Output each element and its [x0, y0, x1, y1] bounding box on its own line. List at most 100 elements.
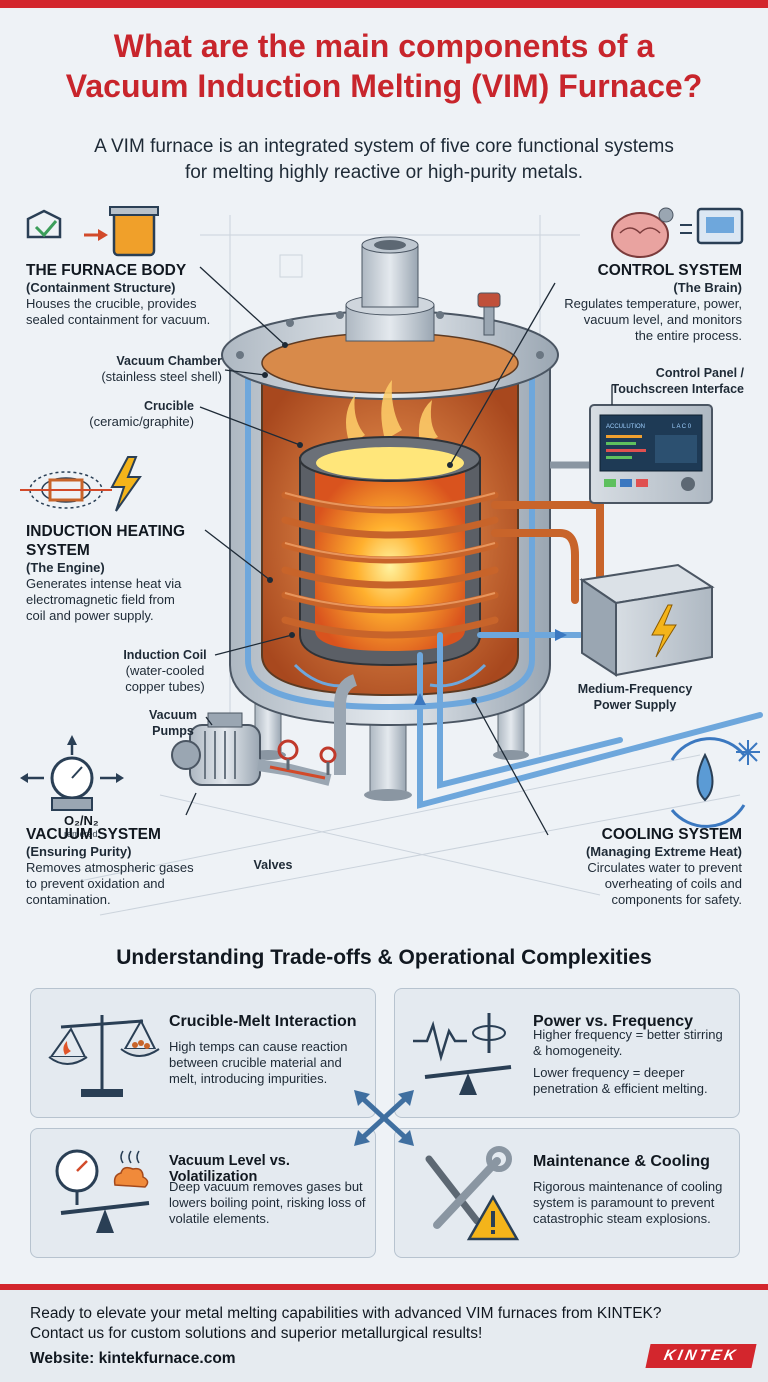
induction-subtitle: (The Engine)	[26, 560, 105, 575]
tradeoff-card-vacuum-volatilization: Vacuum Level vs. Volatilization Deep vac…	[30, 1128, 376, 1258]
magnetic-field-icon	[20, 471, 112, 509]
furnace-body-title: THE FURNACE BODY	[26, 262, 187, 279]
induction-system-label: INDUCTION HEATING SYSTEM (The Engine) Ge…	[26, 522, 246, 624]
coil-power-leads	[491, 501, 604, 604]
page-title: What are the main components of a Vacuum…	[0, 26, 768, 106]
top-accent-bar	[0, 0, 768, 8]
crossed-arrows-icon	[354, 1090, 414, 1146]
lid-valve	[477, 292, 501, 336]
vacuum-subtitle: (Ensuring Purity)	[26, 844, 132, 859]
lightning-icon	[651, 604, 677, 658]
cooling-jacket	[245, 370, 535, 711]
crucible-name: Crucible	[143, 399, 194, 413]
footer-cta: Ready to elevate your metal melting capa…	[30, 1304, 730, 1344]
control-panel: ACCULUTION L A C 0	[550, 404, 713, 504]
card-body: High temps can cause reaction between cr…	[169, 1039, 367, 1093]
tradeoff-card-maintenance-cooling: Maintenance & Cooling Rigorous maintenan…	[394, 1128, 740, 1258]
vacuum-pumps-name-1: Vacuum	[149, 708, 197, 722]
flow-line-red	[269, 765, 326, 780]
control-panel-name-2: Touchscreen Interface	[611, 382, 744, 396]
card-body: Deep vacuum removes gases but lowers boi…	[169, 1179, 367, 1233]
power-supply-name-1: Medium-Frequency	[577, 682, 693, 696]
subtitle-line-2: for melting highly reactive or high-puri…	[184, 162, 584, 183]
control-desc-1: Regulates temperature, power,	[564, 296, 742, 311]
subtitle-line-1: A VIM furnace is an integrated system of…	[94, 136, 674, 157]
card-body-text: Rigorous maintenance of cooling system i…	[533, 1179, 723, 1226]
card-title: Vacuum Level vs. Volatilization	[169, 1153, 290, 1185]
cooling-desc-2: overheating of coils and	[604, 876, 742, 891]
cooling-system-label: COOLING SYSTEM (Managing Extreme Heat) C…	[510, 825, 742, 908]
cooling-desc-1: Circulates water to prevent	[587, 860, 742, 875]
furnace-body-icon	[26, 206, 159, 257]
induction-title-2: SYSTEM	[26, 542, 90, 559]
power-supply-name-2: Power Supply	[593, 698, 677, 712]
card-body: Higher frequency = better stirring & hom…	[533, 1027, 731, 1103]
balance-scale-icon	[48, 1015, 160, 1097]
crucible-label: Crucible (ceramic/graphite)	[60, 398, 194, 430]
card-body-text-1: Higher frequency = better stirring & hom…	[533, 1027, 723, 1058]
crucible-note: (ceramic/graphite)	[89, 414, 194, 429]
induction-coil-label: Induction Coil (water-cooled copper tube…	[110, 647, 220, 695]
furnace-illustration: ACCULUTION L A C 0	[20, 206, 763, 916]
control-title: CONTROL SYSTEM	[597, 262, 742, 279]
valves-name: Valves	[253, 858, 293, 872]
control-system-label: CONTROL SYSTEM (The Brain) Regulates tem…	[518, 261, 742, 344]
power-supply-box	[579, 563, 715, 677]
vacuum-pump	[171, 712, 261, 786]
page-subtitle: A VIM furnace is an integrated system of…	[40, 134, 728, 186]
gauge-seesaw-icon	[55, 1149, 150, 1233]
induction-coil-note-2: copper tubes)	[125, 679, 205, 694]
induction-lightning-icon	[110, 456, 142, 512]
cooling-title: COOLING SYSTEM	[601, 826, 742, 843]
induction-desc-2: electromagnetic field from	[26, 592, 175, 607]
valve-handles	[277, 739, 337, 775]
card-title: Power vs. Frequency	[533, 1013, 694, 1030]
title-line-2: Vacuum Induction Melting (VIM) Furnace?	[65, 68, 703, 104]
furnace-body-desc-2: sealed containment for vacuum.	[26, 312, 211, 327]
panel-screen-text: ACCULUTION	[606, 424, 645, 430]
cooling-water-icon	[670, 737, 760, 828]
vacuum-chamber-note: (stainless steel shell)	[101, 369, 222, 384]
vacuum-pumps-label: Vacuum Pumps	[136, 707, 210, 739]
vacuum-desc-1: Removes atmospheric gases	[26, 860, 194, 875]
vacuum-pumps-name-2: Pumps	[152, 724, 194, 738]
title-line-1: What are the main components of a	[113, 28, 655, 64]
furnace-body-subtitle: (Containment Structure)	[26, 280, 176, 295]
vacuum-title: VACUUM SYSTEM	[26, 826, 161, 843]
website-link[interactable]: Website: kintekfurnace.com	[30, 1350, 236, 1367]
vacuum-desc-2: to prevent oxidation and	[26, 876, 165, 891]
footer-line-1: Ready to elevate your metal melting capa…	[30, 1305, 662, 1322]
tradeoff-card-power-frequency: Power vs. Frequency Higher frequency = b…	[394, 988, 740, 1118]
control-desc-2: vacuum level, and monitors	[583, 312, 742, 327]
top-port	[345, 236, 435, 342]
induction-coil	[281, 491, 499, 639]
panel-screen-side: L A C 0	[672, 424, 692, 430]
card-title: Maintenance & Cooling	[533, 1153, 710, 1170]
leader-lines	[185, 266, 613, 836]
induction-coil-note-1: (water-cooled	[125, 663, 205, 678]
card-body-text: Deep vacuum removes gases but lowers boi…	[169, 1179, 366, 1226]
control-subtitle: (The Brain)	[673, 280, 742, 295]
tools-warning-icon	[425, 1146, 520, 1241]
cooling-subtitle: (Managing Extreme Heat)	[585, 844, 742, 859]
furnace-body-desc-1: Houses the crucible, provides	[26, 296, 197, 311]
tradeoffs-title: Understanding Trade-offs & Operational C…	[116, 946, 652, 969]
card-body-text: High temps can cause reaction between cr…	[169, 1039, 348, 1086]
vacuum-desc-3: contamination.	[26, 892, 111, 907]
gas-label: O₂/N₂	[64, 813, 99, 828]
induction-desc-3: coil and power supply.	[26, 608, 154, 623]
vacuum-system-label: VACUUM SYSTEM (Ensuring Purity) Removes …	[26, 825, 256, 908]
control-panel-label: Control Panel / Touchscreen Interface	[560, 365, 744, 397]
control-brain-icon	[611, 207, 744, 258]
card-title: Crucible-Melt Interaction	[169, 1013, 357, 1030]
power-supply-label: Medium-Frequency Power Supply	[560, 681, 710, 713]
control-desc-3: the entire process.	[635, 328, 742, 343]
tradeoff-card-crucible-melt: Crucible-Melt Interaction High temps can…	[30, 988, 376, 1118]
vacuum-chamber-label: Vacuum Chamber (stainless steel shell)	[60, 353, 222, 385]
footer-line-2: Contact us for custom solutions and supe…	[30, 1325, 483, 1342]
induction-title-1: INDUCTION HEATING	[26, 523, 186, 540]
furnace-body-label: THE FURNACE BODY (Containment Structure)…	[26, 261, 266, 328]
kintek-logo: KINTEK	[645, 1344, 757, 1368]
furnace-diagram: ACCULUTION L A C 0	[0, 195, 768, 935]
melt-flames	[346, 380, 438, 445]
